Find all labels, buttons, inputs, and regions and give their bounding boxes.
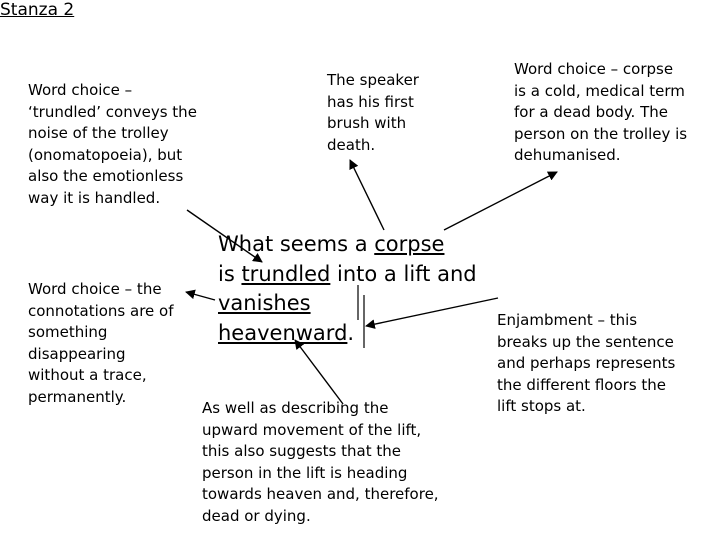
arrow-to-corpse-note — [443, 171, 558, 231]
word-vanishes: vanishes — [218, 291, 311, 315]
poem-line-4-punct: . — [347, 320, 355, 345]
poem-line-3: vanishes — [218, 289, 477, 319]
arrow-vanish-note — [185, 289, 216, 301]
poem-line-1: What seems a corpse — [218, 230, 477, 260]
arrow-enjambment-note — [365, 297, 499, 329]
slide-title: Stanza 2 — [0, 0, 75, 20]
word-heavenward: heavenward — [218, 320, 348, 345]
poem-line-4: heavenward. — [218, 319, 477, 349]
word-corpse: corpse — [374, 232, 445, 256]
note-vanishes: Word choice – the connotations are of so… — [28, 280, 174, 406]
note-first-brush-with-death: The speaker has his first brush with dea… — [327, 71, 419, 154]
arrow-trundled-note — [186, 209, 263, 263]
poem-line-2-rest: into a lift and — [330, 261, 477, 286]
note-enjambment: Enjambment – this breaks up the sentence… — [497, 311, 676, 415]
poem-line-2: is trundled into a lift and — [218, 260, 477, 290]
note-trundled: Word choice – ‘trundled’ conveys the noi… — [28, 81, 197, 207]
poem-line-2-text: is — [218, 261, 242, 286]
poem-excerpt: What seems a corpse is trundled into a l… — [218, 230, 477, 348]
arrow-heavenward-note — [294, 339, 344, 405]
note-heavenward: As well as describing the upward movemen… — [202, 399, 439, 525]
word-trundled: trundled — [241, 261, 331, 286]
arrow-to-first-brush — [349, 159, 385, 231]
poem-line-1-text: What seems a — [218, 232, 375, 256]
note-corpse: Word choice – corpse is a cold, medical … — [514, 60, 688, 164]
